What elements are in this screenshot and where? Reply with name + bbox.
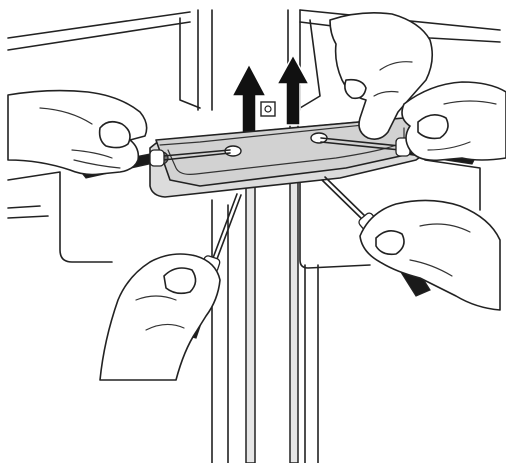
hand-icon <box>360 200 500 310</box>
hand-icon <box>402 82 506 160</box>
hand-icon <box>100 254 220 380</box>
up-arrow-icon <box>232 64 266 138</box>
up-arrow-icon <box>277 55 309 125</box>
bolt-icon <box>261 102 275 116</box>
hand-icon <box>8 91 147 175</box>
